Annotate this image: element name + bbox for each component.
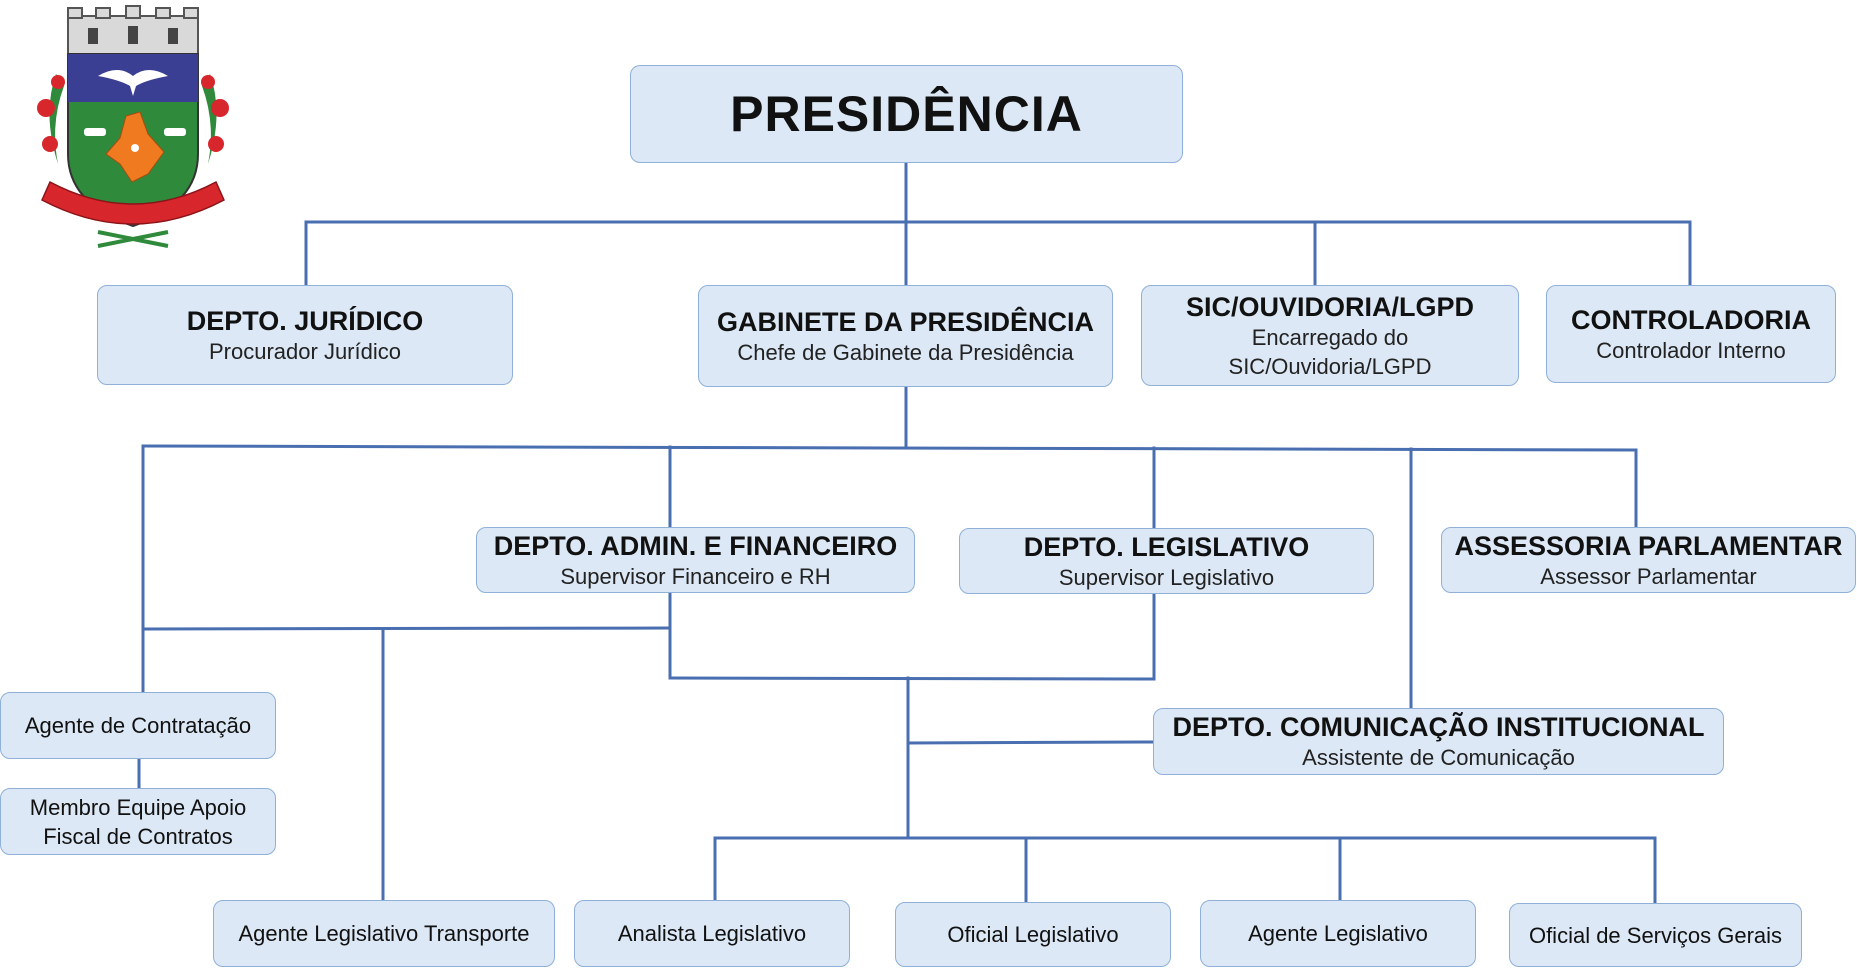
box-subtitle: Controlador Interno xyxy=(1596,337,1786,363)
box-title: ASSESSORIA PARLAMENTAR xyxy=(1454,530,1843,561)
box-subtitle: Assistente de Comunicação xyxy=(1302,745,1575,770)
box-agente-legislativo-transporte: Agente Legislativo Transporte xyxy=(213,900,555,967)
box-subtitle: Supervisor Legislativo xyxy=(1058,564,1275,590)
box-title: GABINETE DA PRESIDÊNCIA xyxy=(716,306,1095,337)
box-title: CONTROLADORIA xyxy=(1571,304,1811,335)
box-oficial-legislativo: Oficial Legislativo xyxy=(895,902,1171,967)
municipal-coat-of-arms-icon xyxy=(37,5,229,248)
box-label: Analista Legislativo xyxy=(617,921,807,946)
box-label: Agente Legislativo Transporte xyxy=(238,921,530,946)
box-depto-legislativo: DEPTO. LEGISLATIVO Supervisor Legislativ… xyxy=(959,528,1374,594)
box-subtitle: Chefe de Gabinete da Presidência xyxy=(737,339,1074,365)
box-label-line1: Membro Equipe Apoio xyxy=(29,794,247,820)
connector-line xyxy=(141,444,1638,452)
box-label-line2: Fiscal de Contratos xyxy=(43,823,233,849)
box-title: PRESIDÊNCIA xyxy=(730,86,1083,142)
box-agente-legislativo: Agente Legislativo xyxy=(1200,900,1476,967)
box-title: DEPTO. COMUNICAÇÃO INSTITUCIONAL xyxy=(1172,712,1705,742)
box-subtitle: Supervisor Financeiro e RH xyxy=(560,563,831,589)
box-label: Oficial de Serviços Gerais xyxy=(1528,922,1783,948)
box-depto-comunicacao-institucional: DEPTO. COMUNICAÇÃO INSTITUCIONAL Assiste… xyxy=(1153,708,1724,775)
box-label: Agente Legislativo xyxy=(1248,921,1428,946)
box-controladoria: CONTROLADORIA Controlador Interno xyxy=(1546,285,1836,383)
box-title: DEPTO. ADMIN. E FINANCEIRO xyxy=(493,530,898,561)
box-gabinete-da-presidencia: GABINETE DA PRESIDÊNCIA Chefe de Gabinet… xyxy=(698,285,1113,387)
box-sic-ouvidoria-lgpd: SIC/OUVIDORIA/LGPD Encarregado do SIC/Ou… xyxy=(1141,285,1519,386)
box-depto-juridico: DEPTO. JURÍDICO Procurador Jurídico xyxy=(97,285,513,385)
connector-line xyxy=(141,626,672,631)
box-oficial-de-servicos-gerais: Oficial de Serviços Gerais xyxy=(1509,903,1802,967)
box-subtitle: Assessor Parlamentar xyxy=(1540,563,1757,589)
box-agente-de-contratacao: Agente de Contratação xyxy=(0,692,276,759)
box-subtitle: Procurador Jurídico xyxy=(209,338,401,364)
box-assessoria-parlamentar: ASSESSORIA PARLAMENTAR Assessor Parlamen… xyxy=(1441,527,1856,593)
box-analista-legislativo: Analista Legislativo xyxy=(574,900,850,967)
box-subtitle-line1: Encarregado do xyxy=(1251,324,1409,350)
connector-line xyxy=(906,740,1156,745)
connector-line xyxy=(668,676,1156,681)
box-title: DEPTO. JURÍDICO xyxy=(186,305,424,336)
box-title: DEPTO. LEGISLATIVO xyxy=(1023,531,1310,562)
box-title: SIC/OUVIDORIA/LGPD xyxy=(1185,291,1475,322)
box-label: Agente de Contratação xyxy=(24,713,252,738)
coat-of-arms-logo xyxy=(37,5,229,248)
box-membro-equipe-apoio: Membro Equipe Apoio Fiscal de Contratos xyxy=(0,788,276,855)
box-subtitle-line2: SIC/Ouvidoria/LGPD xyxy=(1228,353,1432,379)
box-depto-admin-financeiro: DEPTO. ADMIN. E FINANCEIRO Supervisor Fi… xyxy=(476,527,915,593)
box-label: Oficial Legislativo xyxy=(947,922,1119,947)
box-presidencia: PRESIDÊNCIA xyxy=(630,65,1183,163)
